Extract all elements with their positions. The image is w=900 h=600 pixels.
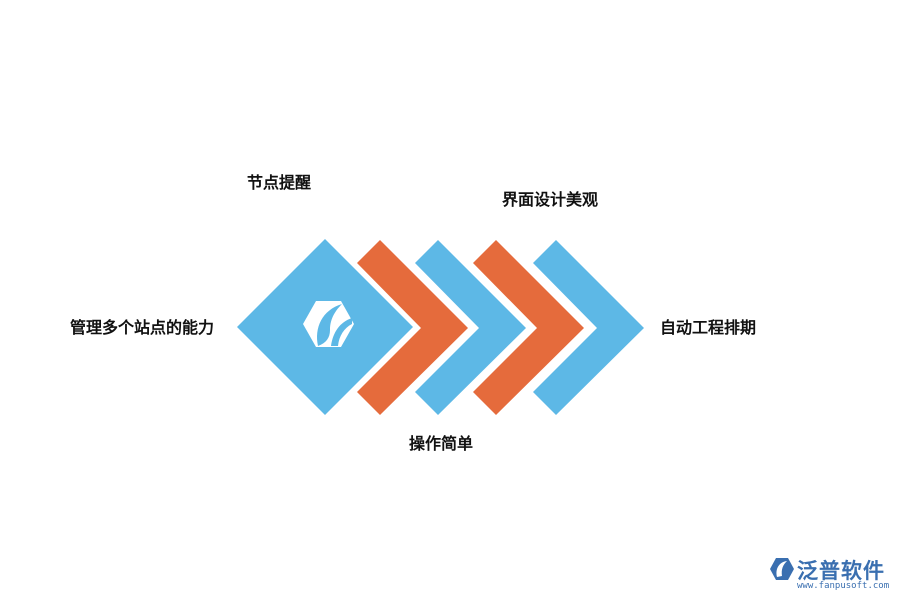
chevron-2-blue xyxy=(415,240,526,415)
label-auto-scheduling: 自动工程排期 xyxy=(660,318,757,337)
label-simple-operation: 操作简单 xyxy=(409,434,474,453)
chevron-1-orange xyxy=(357,240,468,415)
label-ui-design: 界面设计美观 xyxy=(502,190,599,209)
chevron-3-orange xyxy=(473,240,584,415)
brand-url: www.fanpusoft.com xyxy=(797,581,890,591)
label-multi-site: 管理多个站点的能力 xyxy=(70,318,215,337)
brand-name: 泛普软件 xyxy=(797,559,885,583)
label-node-reminder: 节点提醒 xyxy=(247,173,312,192)
chevron-4-blue xyxy=(533,240,644,415)
fanpu-logo-icon xyxy=(770,558,794,580)
brand-logo: 泛普软件 www.fanpusoft.com xyxy=(770,553,895,593)
leaf-hexagon-icon xyxy=(303,301,354,347)
